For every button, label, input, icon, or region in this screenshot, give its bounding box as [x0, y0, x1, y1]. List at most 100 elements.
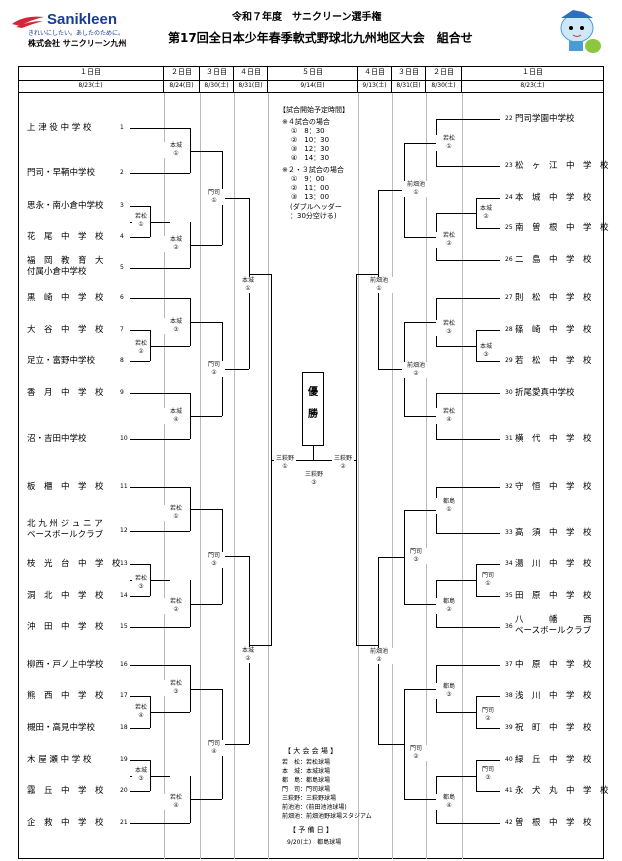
- mascot-icon: [553, 6, 605, 56]
- team-number: 27: [505, 294, 513, 301]
- team-name: 沼・吉田中学校: [27, 434, 87, 444]
- venue-row: 若 松：若松球場: [282, 759, 331, 766]
- team-number: 29: [505, 357, 513, 364]
- winner-box: [302, 372, 324, 446]
- team-number: 6: [120, 294, 124, 301]
- team-name: 横 代 中 学 校: [515, 434, 592, 444]
- venue-row: 前畑池：前畑池野球場スタジアム: [282, 813, 372, 820]
- team-number: 4: [120, 233, 124, 240]
- team-name: 祝 町 中 学 校: [515, 723, 592, 733]
- time-slot: ① 8：30: [291, 127, 325, 135]
- team-name: 霧 丘 中 学 校: [27, 786, 104, 796]
- team-number: 15: [120, 623, 128, 630]
- team-name: 田 原 中 学 校: [515, 591, 592, 601]
- team-number: 30: [505, 389, 513, 396]
- team-name: 二 島 中 学 校: [515, 255, 592, 265]
- day2-right: ２日目: [426, 67, 462, 80]
- team-name: 枝 光 台 中 学 校: [27, 559, 121, 569]
- team-number: 39: [505, 724, 513, 731]
- team-number: 31: [505, 435, 513, 442]
- day2-left: ２日目: [164, 67, 200, 80]
- team-number: 34: [505, 560, 513, 567]
- date3-right: 8/31(日): [392, 81, 426, 92]
- day5: ５日目: [268, 67, 358, 80]
- team-number: 21: [120, 819, 128, 826]
- team-name: 折尾愛真中学校: [515, 388, 575, 398]
- team-number: 38: [505, 692, 513, 699]
- brand-tagline: きれいにしたい。あしたのために。: [28, 30, 125, 37]
- team-name: 柳西・戸ノ上中学校: [27, 660, 104, 670]
- team-number: 32: [505, 483, 513, 490]
- team-number: 33: [505, 529, 513, 536]
- team-number: 36: [505, 623, 513, 630]
- team-name: 篠 崎 中 学 校: [515, 325, 592, 335]
- team-name: 木 屋 瀬 中 学 校: [27, 755, 92, 765]
- team-name: 八 幡 西: [515, 615, 592, 625]
- team-number: 5: [120, 264, 124, 271]
- time-slot: ④ 14：30: [291, 154, 330, 162]
- doubleheader-note: ：30分空ける): [290, 212, 337, 220]
- team-name: 板 櫃 中 学 校: [27, 482, 104, 492]
- team-number: 18: [120, 724, 128, 731]
- header-table: [18, 66, 604, 93]
- winner-char: 勝: [308, 409, 318, 420]
- reserve-text: 9/20(土) 都島球場: [287, 839, 342, 846]
- team-name: 思永・南小倉中学校: [27, 201, 104, 211]
- brand-name: Sanikleen: [47, 11, 118, 28]
- team-name: 永 犬 丸 中 学 校: [515, 786, 609, 796]
- team-name: 南 曽 根 中 学 校: [515, 223, 609, 233]
- day1-left: １日目: [18, 67, 164, 80]
- date2-left: 8/24(日): [164, 81, 200, 92]
- team-name: 槻田・高見中学校: [27, 723, 96, 733]
- venue-list-heading: 【 大 会 会 場 】: [284, 747, 338, 755]
- winner-char: 優: [308, 387, 318, 398]
- team-name: 大 谷 中 学 校: [27, 325, 104, 335]
- day3-right: ３日目: [392, 67, 426, 80]
- team-name: 上 津 役 中 学 校: [27, 123, 92, 133]
- date5: 9/14(日): [268, 81, 358, 92]
- venue-row: 前池池：(前田池池球場): [282, 804, 347, 811]
- team-number: 17: [120, 692, 128, 699]
- day4-left: ４日目: [234, 67, 268, 80]
- team-name-line2: ベースボールクラブ: [27, 530, 104, 540]
- day4-right: ４日目: [358, 67, 392, 80]
- doubleheader-note: (ダブルヘッダー: [290, 203, 342, 211]
- team-name: 沖 田 中 学 校: [27, 622, 104, 632]
- team-name-line2: ベースボールクラブ: [515, 626, 592, 636]
- team-number: 13: [120, 560, 128, 567]
- team-name: 湯 川 中 学 校: [515, 559, 592, 569]
- three-games-label: ※２・３試合の場合: [282, 166, 344, 174]
- reserve-heading: 【 予 備 日 】: [289, 826, 333, 834]
- venue-row: 本 城：本城球場: [282, 768, 331, 775]
- date3-left: 8/30(土): [200, 81, 234, 92]
- team-number: 37: [505, 661, 513, 668]
- time-slot: ③ 13：00: [291, 193, 330, 201]
- team-number: 7: [120, 326, 124, 333]
